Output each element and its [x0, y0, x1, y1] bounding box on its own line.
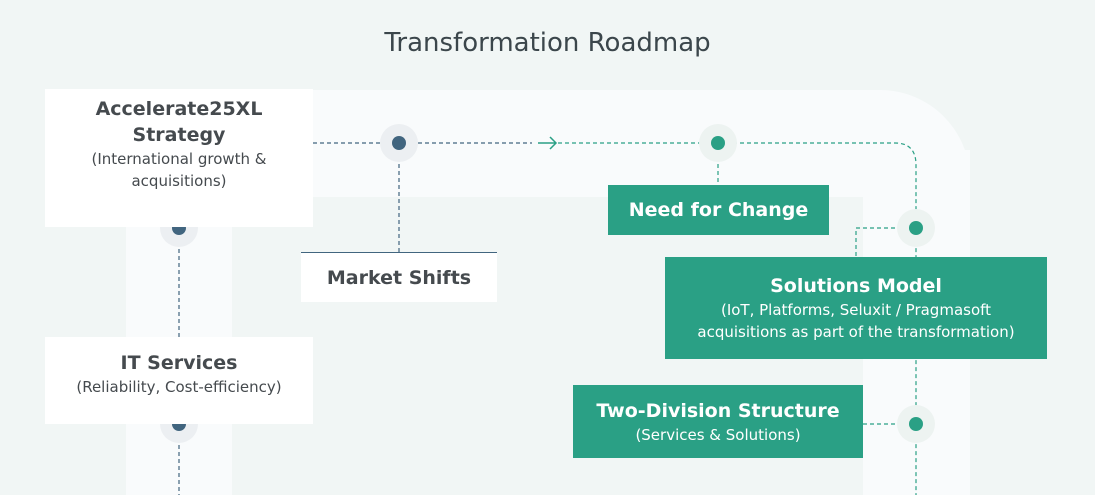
node-dot	[392, 136, 406, 150]
milestone-heading: Accelerate25XL Strategy	[95, 98, 263, 146]
node-dot	[909, 221, 923, 235]
top-path-line-green	[558, 142, 917, 495]
milestone-subtitle: (Services & Solutions)	[635, 425, 801, 444]
solutions-connector	[855, 227, 916, 257]
milestone-heading: Need for Change	[628, 199, 809, 221]
arrow-icon	[538, 136, 558, 150]
milestone-market-shifts: Market Shifts	[301, 252, 497, 302]
milestone-accelerate: Accelerate25XL Strategy (International g…	[45, 89, 313, 227]
page-title: Transformation Roadmap	[384, 28, 711, 58]
milestone-heading: Solutions Model	[770, 275, 942, 297]
milestone-subtitle: (IoT, Platforms, Seluxit / Pragmasoft ac…	[697, 301, 1015, 341]
milestone-heading: Two-Division Structure	[596, 399, 840, 422]
milestone-subtitle: (International growth & acquisitions)	[91, 150, 267, 190]
milestone-it-services: IT Services (Reliability, Cost-efficienc…	[45, 337, 313, 424]
milestone-solutions-model: Solutions Model (IoT, Platforms, Seluxit…	[665, 257, 1047, 359]
milestone-heading: IT Services	[120, 351, 238, 374]
milestone-subtitle: (Reliability, Cost-efficiency)	[76, 377, 282, 396]
node-dot	[909, 417, 923, 431]
milestone-need-for-change: Need for Change	[608, 185, 829, 235]
node-dots	[160, 124, 935, 443]
milestone-heading: Market Shifts	[326, 266, 472, 289]
node-dot	[711, 136, 725, 150]
milestone-two-division: Two-Division Structure (Services & Solut…	[573, 385, 863, 458]
